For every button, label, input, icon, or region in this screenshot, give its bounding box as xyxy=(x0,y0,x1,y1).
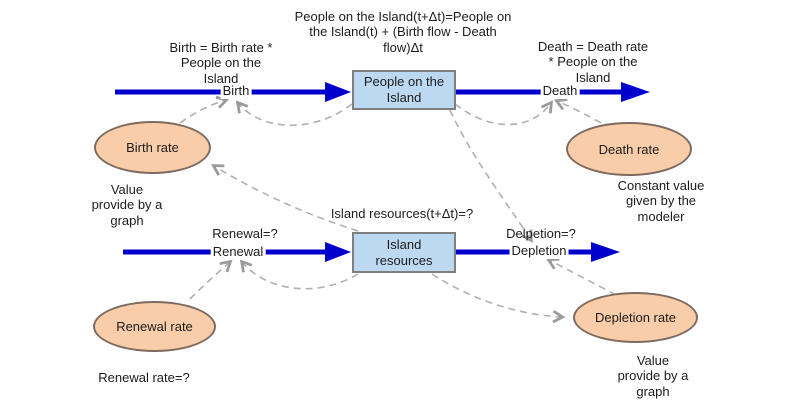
connector-birthrate-to-birth xyxy=(179,100,226,124)
connector-people-to-birth xyxy=(238,103,353,127)
flow-arrowhead-into-resources xyxy=(325,242,351,262)
stock-people-on-island: People on the Island xyxy=(352,70,456,110)
annotation-death-rate-note: Constant value given by the modeler xyxy=(617,178,705,224)
connector-people-to-death xyxy=(454,103,551,126)
stock-resources-label: Island resources xyxy=(375,236,433,268)
rate-birth: Birth rate xyxy=(94,121,211,174)
rate-renewal-label: Renewal rate xyxy=(116,319,193,334)
connector-people-to-depletion xyxy=(449,109,531,240)
annotation-death-formula: Death = Death rate * People on the Islan… xyxy=(537,39,649,85)
flow-arrowhead-death-out xyxy=(621,82,650,102)
flow-label-birth: Birth xyxy=(220,83,252,99)
flow-arrowhead-depletion-out xyxy=(591,242,620,262)
annotation-renewal-rate-note: Renewal rate=? xyxy=(98,370,190,385)
rate-depletion-label: Depletion rate xyxy=(595,310,676,325)
rate-birth-label: Birth rate xyxy=(126,140,179,155)
connector-renewalrate-to-renewal xyxy=(189,262,230,300)
connector-resources-to-birthrate xyxy=(214,166,359,232)
connector-deathrate-to-death xyxy=(557,101,602,124)
flow-label-renewal: Renewal xyxy=(210,244,266,260)
connector-resources-to-renewal xyxy=(242,262,359,290)
connector-resources-to-depletionrate xyxy=(431,273,562,317)
rate-depletion: Depletion rate xyxy=(573,292,698,343)
rate-renewal: Renewal rate xyxy=(93,301,216,352)
annotation-birth-formula: Birth = Birth rate * People on the Islan… xyxy=(169,40,273,86)
stock-island-resources: Island resources xyxy=(352,232,456,273)
annotation-depletion-formula: Delpetion=? xyxy=(506,226,576,241)
stock-people-label: People on the Island xyxy=(363,74,445,105)
flow-label-depletion: Depletion xyxy=(509,243,569,259)
rate-death-label: Death rate xyxy=(598,141,660,157)
connector-depletionrate-to-depletion xyxy=(549,260,617,296)
flow-label-death: Death xyxy=(540,83,580,99)
annotation-depletion-rate-note: Value provide by a graph xyxy=(617,353,689,399)
annotation-birth-rate-note: Value provide by a graph xyxy=(91,182,163,228)
annotation-renewal-formula: Renewal=? xyxy=(212,226,278,241)
rate-death: Death rate xyxy=(566,122,692,176)
flow-arrowhead-into-people xyxy=(325,82,351,102)
annotation-resources-equation: Island resources(t+Δt)=? xyxy=(330,206,474,221)
annotation-people-equation: People on the Island(t+Δt)=People on the… xyxy=(294,9,512,55)
